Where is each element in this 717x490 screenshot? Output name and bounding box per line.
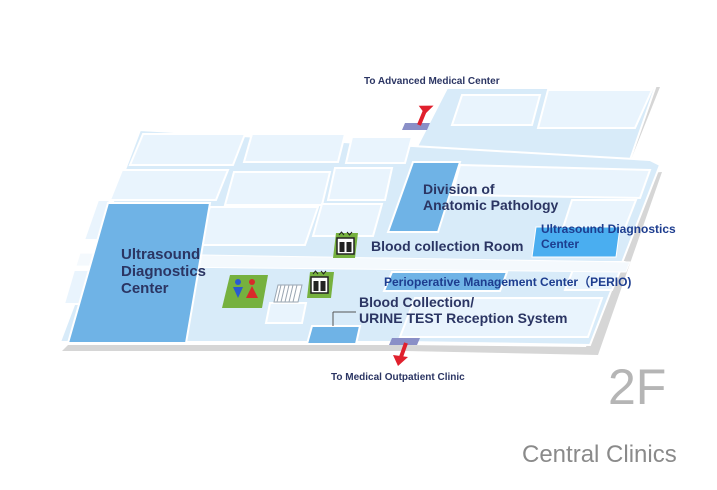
room-label-line: Ultrasound Diagnostics [541,222,676,236]
south-connector [389,338,420,345]
floor-number: 2F [608,359,667,415]
restroom-area [222,275,268,308]
ultrasound-right-area [531,226,621,258]
room-label-line: Center [121,280,169,297]
room-label-line: Ultrasound [121,246,201,263]
exit-arrow-icon [417,105,434,126]
room-label-ultrasound-left[interactable]: Ultrasound Diagnostics Center [121,246,206,297]
north-connector [402,123,430,130]
room-label-ultrasound-right[interactable]: Ultrasound Diagnostics Center [541,222,676,252]
floor-shadow [62,172,662,355]
elevator-icon [336,231,355,255]
room-label-line: Diagnostics [121,263,207,280]
room-label-line: Division of [423,181,495,197]
corridor [75,252,631,273]
restroom-icon [233,279,258,298]
annex-room [536,89,654,129]
stairs-icon [273,284,303,303]
building-name: Central Clinics [522,441,677,468]
highlight-areas [66,161,509,345]
annex-room [450,94,542,126]
room-label-blood-collection[interactable]: Blood collection Room [371,238,524,254]
exit-label-south[interactable]: To Medical Outpatient Clinic [331,372,465,383]
room-label-line: Blood Collection/ [359,294,475,310]
room-label-line: Anatomic Pathology [423,197,559,213]
elevator-icon [310,270,329,294]
room-label-pathology[interactable]: Division of Anatomic Pathology [423,181,558,213]
exit-arrow-icon [393,342,408,366]
room-label-perio[interactable]: Perioperative Management Center（PERIO) [384,275,632,289]
room-label-line: URINE TEST Reception System [359,310,568,326]
exit-label-north[interactable]: To Advanced Medical Center [364,76,500,87]
room-label-line: Center [541,237,580,251]
room-label-blood-reception[interactable]: Blood Collection/ URINE TEST Reception S… [359,294,568,326]
